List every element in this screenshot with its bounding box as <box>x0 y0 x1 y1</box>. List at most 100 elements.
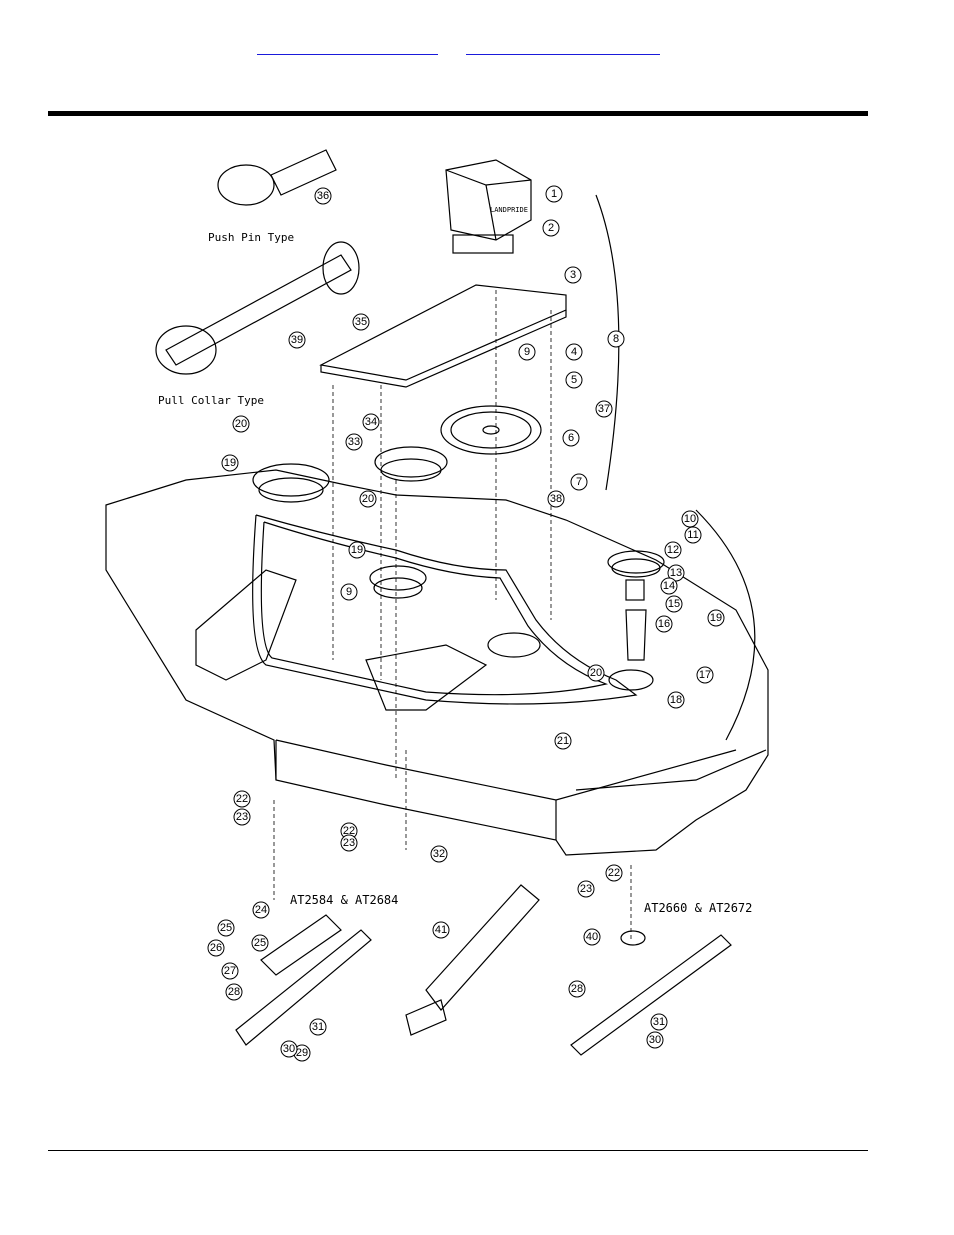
callout-bubble <box>684 526 702 544</box>
callout-number: 18 <box>670 694 682 706</box>
callout-bubble <box>252 901 270 919</box>
callout-bubble <box>221 454 239 472</box>
sheave-19-center <box>369 565 427 591</box>
callout-number: 33 <box>348 436 360 448</box>
label-model-right: AT2660 & AT2672 <box>644 901 752 915</box>
callout-number: 16 <box>658 618 670 630</box>
callout-bubble <box>667 691 685 709</box>
callout-bubble <box>577 880 595 898</box>
callout-number: 9 <box>524 346 530 358</box>
label-pull-collar-type: Pull Collar Type <box>158 394 264 407</box>
callout-bubble <box>655 615 673 633</box>
callout-number: 20 <box>590 667 602 679</box>
callout-bubble <box>345 433 363 451</box>
callout-bubble <box>562 429 580 447</box>
callout-number: 14 <box>663 580 675 592</box>
callout-number: 19 <box>710 612 722 624</box>
blade-41 <box>425 884 540 1011</box>
callout-number: 11 <box>687 529 698 541</box>
callout-number: 7 <box>576 476 582 488</box>
callout-number: 25 <box>220 922 232 934</box>
sheave-33 <box>374 446 448 478</box>
callout-number: 5 <box>571 374 577 386</box>
callout-bubble <box>518 343 536 361</box>
gearbox-plate <box>319 284 567 381</box>
callout-number: 24 <box>255 904 267 916</box>
callout-number: 21 <box>557 735 569 747</box>
callout-bubble <box>217 919 235 937</box>
belt <box>252 514 638 705</box>
callout-bubble <box>340 583 358 601</box>
callout-number: 2 <box>548 222 554 234</box>
callout-bubble <box>251 934 269 952</box>
callout-number: 41 <box>435 924 447 936</box>
callout-number: 13 <box>670 567 682 579</box>
callout-number: 36 <box>317 190 329 202</box>
callout-bubble <box>595 400 613 418</box>
callout-number: 6 <box>568 432 574 444</box>
callout-bubble <box>340 834 358 852</box>
callout-bubble <box>232 415 250 433</box>
callout-bubble <box>664 541 682 559</box>
callouts: 1234567891011121314151617181920212223242… <box>207 185 725 1062</box>
header-link-1[interactable] <box>257 38 438 55</box>
callout-number: 9 <box>346 586 352 598</box>
top-rule <box>48 111 868 116</box>
bottom-rule <box>48 1150 868 1151</box>
callout-bubble <box>696 666 714 684</box>
callout-number: 28 <box>571 983 583 995</box>
callout-number: 19 <box>351 544 363 556</box>
callout-number: 26 <box>210 942 222 954</box>
callout-bubble <box>432 921 450 939</box>
callout-bubble <box>646 1031 664 1049</box>
sheave-6 <box>440 405 542 455</box>
callout-bubble <box>430 845 448 863</box>
callout-number: 28 <box>228 986 240 998</box>
callout-number: 32 <box>433 848 445 860</box>
callout-bubble <box>660 577 678 595</box>
callout-bubble <box>565 371 583 389</box>
callout-bubble <box>359 490 377 508</box>
callout-bubble <box>667 564 685 582</box>
callout-bubble <box>233 790 251 808</box>
label-model-left: AT2584 & AT2684 <box>290 893 398 907</box>
callout-bubble <box>352 313 370 331</box>
callout-number: 27 <box>224 965 236 977</box>
callout-number: 4 <box>571 346 577 358</box>
sheave-13 <box>607 550 665 574</box>
callout-bubble <box>564 266 582 284</box>
callout-bubble <box>547 490 565 508</box>
callout-bubble <box>583 928 601 946</box>
idler-pulley <box>487 632 541 658</box>
callout-bubble <box>233 808 251 826</box>
callout-number: 19 <box>224 457 236 469</box>
header-link-2[interactable] <box>466 38 660 55</box>
callout-number: 10 <box>684 513 696 525</box>
blade-left <box>235 929 372 1046</box>
callout-number: 17 <box>699 669 711 681</box>
callout-number: 34 <box>365 416 377 428</box>
callout-number: 23 <box>580 883 592 895</box>
parts-diagram: Push Pin Type Pull Collar Type LANDPRIDE… <box>105 149 769 1062</box>
callout-bubble <box>607 330 625 348</box>
callout-number: 23 <box>343 837 355 849</box>
callout-number: 25 <box>254 937 266 949</box>
callout-number: 20 <box>362 493 374 505</box>
callout-number: 35 <box>355 316 367 328</box>
callout-bubble <box>570 473 588 491</box>
gearbox <box>445 159 532 241</box>
callout-number: 39 <box>291 334 303 346</box>
callout-bubble <box>565 343 583 361</box>
callout-bubble <box>288 331 306 349</box>
callout-bubble <box>362 413 380 431</box>
callout-bubble <box>309 1018 327 1036</box>
callout-number: 8 <box>613 333 619 345</box>
callout-bubble <box>280 1040 298 1058</box>
callout-number: 31 <box>312 1021 324 1033</box>
callout-bubble <box>650 1013 668 1031</box>
callout-number: 20 <box>235 418 247 430</box>
callout-bubble <box>587 664 605 682</box>
sheave-19-left <box>252 463 330 497</box>
callout-number: 1 <box>551 188 557 200</box>
callout-number: 15 <box>668 598 680 610</box>
